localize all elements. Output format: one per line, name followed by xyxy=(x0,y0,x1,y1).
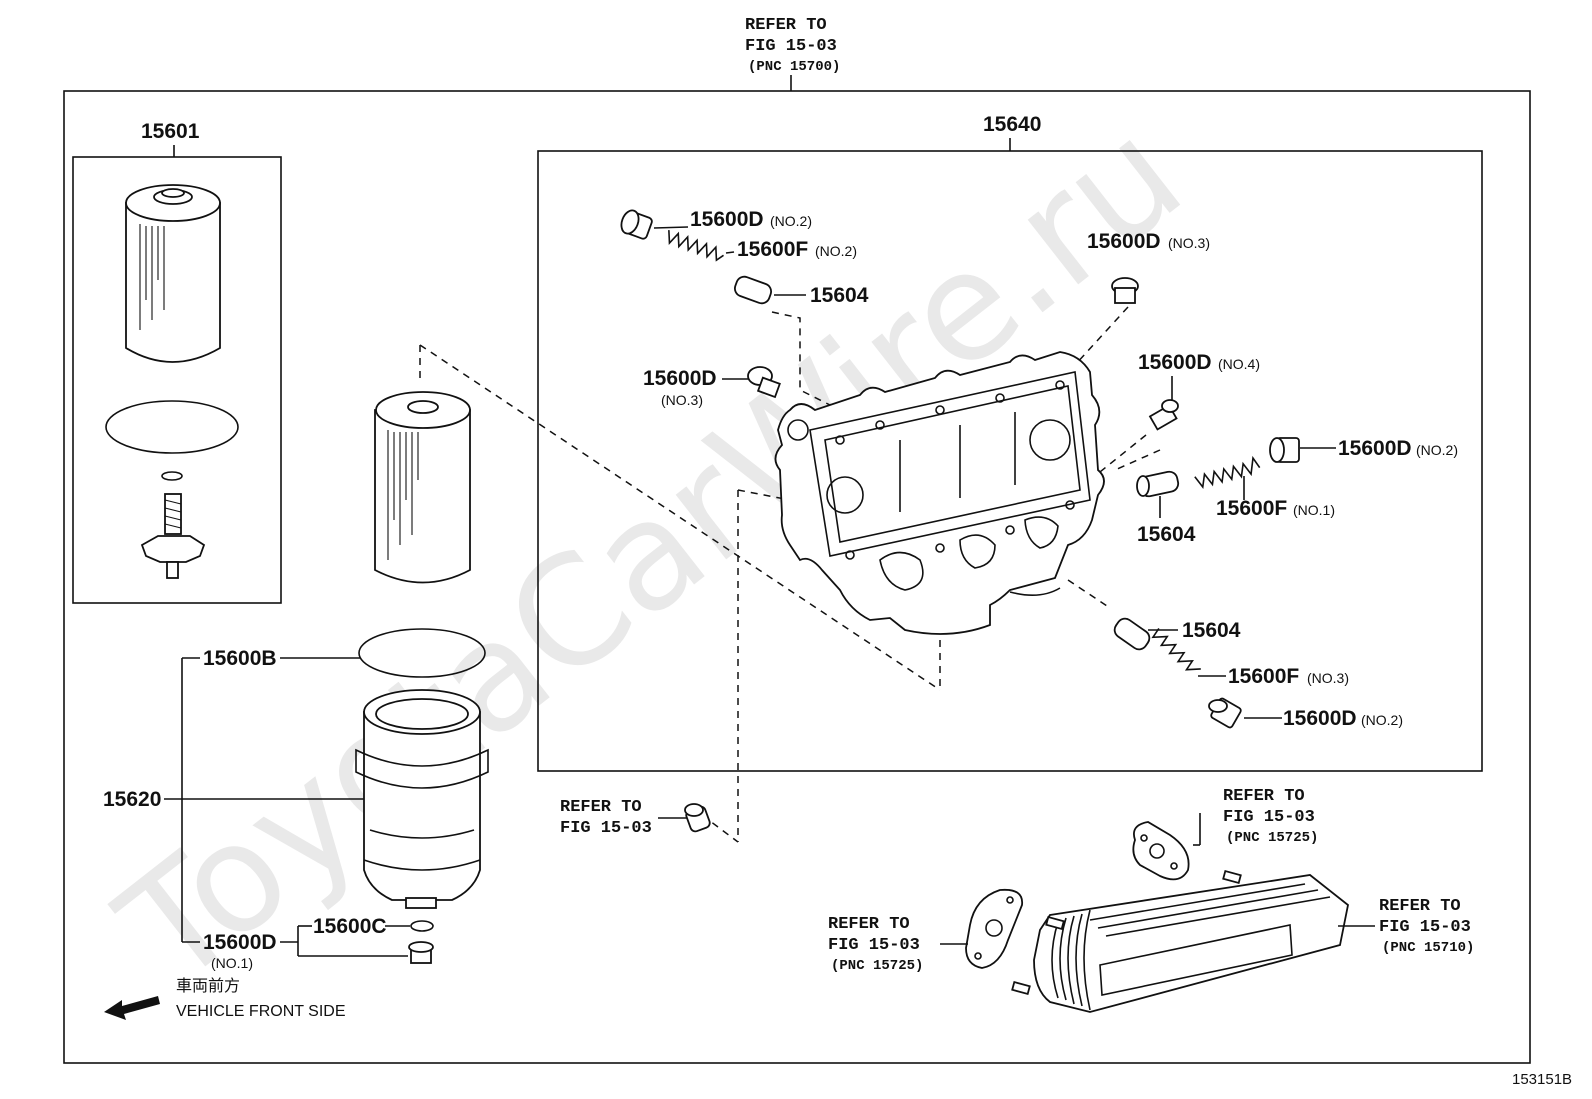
plug-fig15-03 xyxy=(684,803,711,833)
svg-text:REFER TO: REFER TO xyxy=(1379,897,1461,916)
svg-text:FIG 15-03: FIG 15-03 xyxy=(828,936,920,955)
gasket-left xyxy=(965,888,1023,969)
svg-text:(NO.3): (NO.3) xyxy=(661,392,703,408)
svg-text:(NO.2): (NO.2) xyxy=(815,243,857,259)
filter-cap-15620 xyxy=(355,689,489,909)
label-15604-b: 15604 xyxy=(1182,619,1241,642)
svg-text:(PNC 15710): (PNC 15710) xyxy=(1382,940,1474,956)
oil-cooler xyxy=(1011,869,1349,1013)
svg-text:(NO.3): (NO.3) xyxy=(1168,235,1210,251)
svg-text:REFER TO: REFER TO xyxy=(828,915,910,934)
label-15604-r: 15604 xyxy=(1137,523,1196,546)
label-15600D-no2-tl: 15600D xyxy=(690,208,764,231)
o-ring-15600C xyxy=(410,920,434,932)
svg-text:(NO.2): (NO.2) xyxy=(770,213,812,229)
plug-15600D-no2-tl xyxy=(620,209,653,240)
label-15600D-no4: 15600D xyxy=(1138,351,1212,374)
label-15601: 15601 xyxy=(141,120,200,143)
svg-text:(NO.2): (NO.2) xyxy=(1416,442,1458,458)
label-15600D-no2-r: 15600D xyxy=(1338,437,1412,460)
label-15600F-no1: 15600F xyxy=(1216,497,1287,520)
plug-15600D-no2-b xyxy=(1208,697,1242,729)
svg-text:(NO.4): (NO.4) xyxy=(1218,356,1260,372)
svg-text:(NO.3): (NO.3) xyxy=(1307,670,1349,686)
plug-15600D-no4 xyxy=(1148,399,1179,431)
svg-text:FIG 15-03: FIG 15-03 xyxy=(745,37,837,56)
filter-element-15601 xyxy=(125,184,221,363)
spring-15600F-no3 xyxy=(1151,627,1201,671)
svg-text:FIG 15-03: FIG 15-03 xyxy=(1223,808,1315,827)
svg-text:FIG 15-03: FIG 15-03 xyxy=(560,819,652,838)
diagram-id: 153151B xyxy=(1512,1071,1572,1088)
svg-text:車両前方: 車両前方 xyxy=(176,977,240,995)
svg-text:REFER TO: REFER TO xyxy=(1223,787,1305,806)
drain-plug-with-stem xyxy=(140,493,206,579)
ref-gasket-left: REFER TO FIG 15-03 (PNC 15725) xyxy=(828,915,923,974)
svg-text:(PNC 15700): (PNC 15700) xyxy=(748,59,840,75)
outer-frame xyxy=(63,90,1531,1064)
ref-cooler: REFER TO FIG 15-03 (PNC 15710) xyxy=(1379,897,1474,956)
label-15600D-no3-left: 15600D xyxy=(643,367,717,390)
label-15640: 15640 xyxy=(983,113,1041,136)
label-no1: (NO.1) xyxy=(211,955,253,971)
svg-text:(PNC 15725): (PNC 15725) xyxy=(831,958,923,974)
o-ring-small xyxy=(161,471,183,481)
svg-text:REFER TO: REFER TO xyxy=(560,798,642,817)
plug-15600D-no3-left xyxy=(747,366,781,399)
label-15600F-no3: 15600F xyxy=(1228,665,1299,688)
valve-15604-r xyxy=(1136,470,1180,498)
oil-filter-bracket-15640 xyxy=(774,351,1105,635)
label-15600F-no2-tl: 15600F xyxy=(737,238,808,261)
svg-text:REFER TO: REFER TO xyxy=(745,16,827,35)
ref-plug: REFER TO FIG 15-03 xyxy=(560,798,652,838)
label-15600B: 15600B xyxy=(203,647,277,670)
ref-gasket-top: REFER TO FIG 15-03 (PNC 15725) xyxy=(1223,787,1318,846)
svg-text:VEHICLE FRONT SIDE: VEHICLE FRONT SIDE xyxy=(176,1003,346,1020)
plug-15600D-no2-r xyxy=(1269,437,1300,463)
o-ring-15600B xyxy=(358,628,486,678)
o-ring-large xyxy=(105,400,239,454)
vehicle-front-note: 車両前方 VEHICLE FRONT SIDE xyxy=(104,977,346,1020)
label-15600D-no3-right: 15600D xyxy=(1087,230,1161,253)
label-15620: 15620 xyxy=(103,788,161,811)
leader-bracket-left xyxy=(164,657,410,957)
label-15604-tl: 15604 xyxy=(810,284,869,307)
label-15600D-no1: 15600D xyxy=(203,931,277,954)
drain-plug-no1 xyxy=(408,941,434,964)
valve-15604-b xyxy=(1113,617,1151,651)
svg-text:(NO.2): (NO.2) xyxy=(1361,712,1403,728)
ref-top: REFER TO FIG 15-03 (PNC 15700) xyxy=(745,16,840,75)
svg-text:(NO.1): (NO.1) xyxy=(1293,502,1335,518)
svg-text:(PNC 15725): (PNC 15725) xyxy=(1226,830,1318,846)
dashed-guides xyxy=(419,306,1161,843)
spring-15600F-no1 xyxy=(1194,455,1261,490)
label-15600D-no2-b: 15600D xyxy=(1283,707,1357,730)
plug-15600D-no3-right xyxy=(1111,277,1139,304)
gasket-top xyxy=(1132,821,1190,881)
frame-15601 xyxy=(72,156,282,604)
label-15600C: 15600C xyxy=(313,915,387,938)
filter-element xyxy=(374,391,471,584)
svg-text:FIG 15-03: FIG 15-03 xyxy=(1379,918,1471,937)
valve-15604-tl xyxy=(734,275,772,305)
spring-15600F-no2-tl xyxy=(668,230,724,262)
